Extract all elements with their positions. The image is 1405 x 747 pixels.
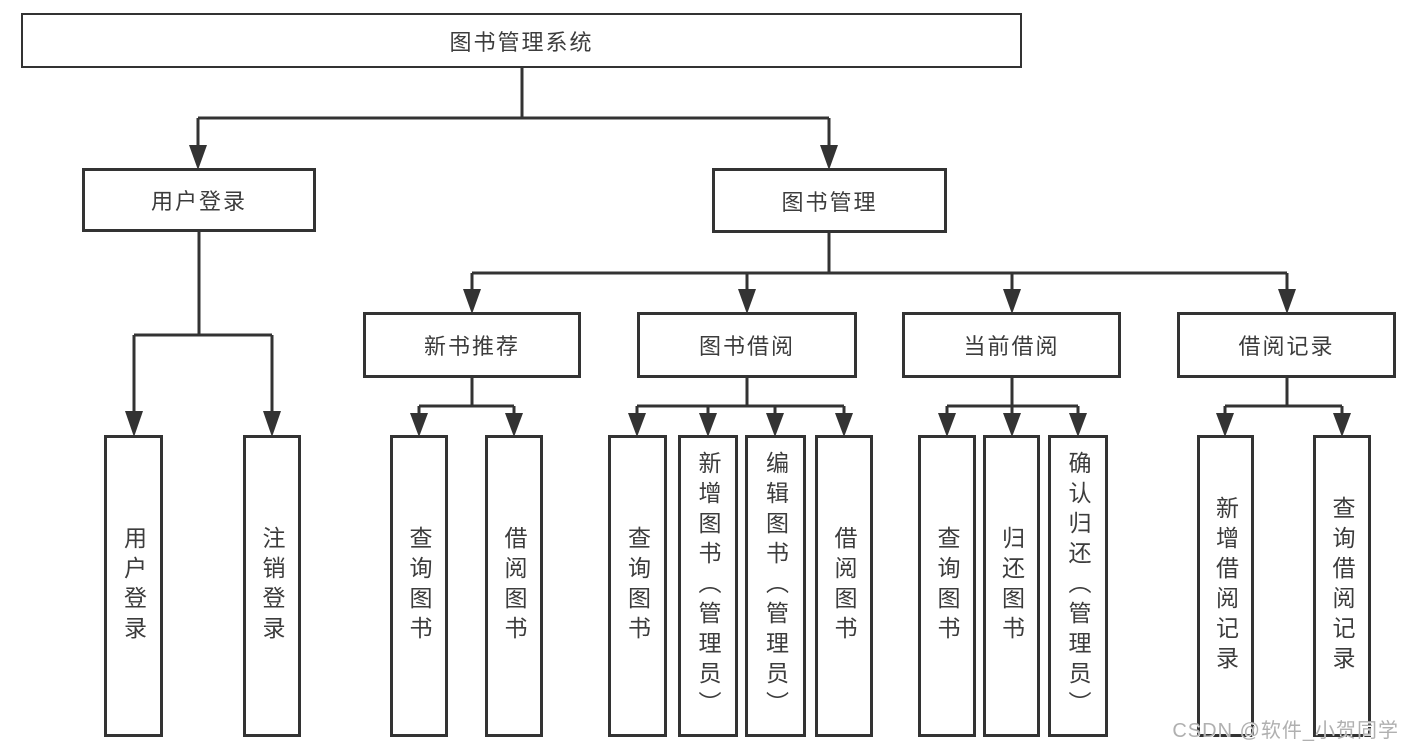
node-label: 查询图书 (624, 526, 651, 646)
node-label: 用户登录 (150, 189, 247, 214)
node-label: 注销登录 (259, 526, 285, 646)
leaf-borrowing-query-books: 查询图书 (608, 435, 667, 737)
node-label: 借阅图书 (501, 526, 527, 646)
leaf-confirm-return-admin: 确认归还（管理员） (1048, 435, 1108, 737)
node-label: 用户登录 (120, 526, 147, 646)
leaf-recommend-borrow-books: 借阅图书 (485, 435, 543, 737)
leaf-add-books-admin: 新增图书（管理员） (678, 435, 738, 737)
leaf-return-books: 归还图书 (983, 435, 1040, 737)
node-label: 确认归还（管理员） (1065, 451, 1091, 721)
node-label: 图书管理系统 (449, 29, 594, 55)
node-borrowing-records: 借阅记录 (1177, 312, 1396, 378)
node-label: 查询图书 (406, 526, 432, 646)
node-book-borrowing: 图书借阅 (637, 312, 857, 378)
node-new-book-recommend: 新书推荐 (363, 312, 581, 378)
node-label: 新增借阅记录 (1212, 496, 1239, 676)
node-current-borrowing: 当前借阅 (902, 312, 1121, 378)
leaf-borrow-books: 借阅图书 (815, 435, 873, 737)
node-label: 图书管理 (781, 189, 878, 215)
node-label: 新增图书（管理员） (695, 451, 721, 721)
watermark-text: CSDN @软件_小贺同学 (1172, 720, 1399, 742)
leaf-add-borrow-record: 新增借阅记录 (1197, 435, 1254, 737)
node-label: 归还图书 (998, 526, 1025, 646)
node-user-login: 用户登录 (82, 168, 316, 232)
node-label: 查询图书 (934, 526, 960, 646)
leaf-edit-books-admin: 编辑图书（管理员） (745, 435, 806, 737)
leaf-logout-login: 注销登录 (243, 435, 301, 737)
node-label: 图书借阅 (698, 334, 795, 359)
node-book-management: 图书管理 (712, 168, 947, 233)
node-label: 当前借阅 (963, 334, 1060, 359)
leaf-user-login: 用户登录 (104, 435, 163, 737)
node-label: 新书推荐 (423, 334, 520, 359)
leaf-current-query-books: 查询图书 (918, 435, 976, 737)
leaf-recommend-query-books: 查询图书 (390, 435, 448, 737)
node-library-management-system: 图书管理系统 (21, 13, 1022, 68)
node-label: 编辑图书（管理员） (762, 451, 789, 721)
node-label: 借阅图书 (831, 526, 857, 646)
node-label: 查询借阅记录 (1329, 496, 1355, 676)
leaf-query-borrow-record: 查询借阅记录 (1313, 435, 1371, 737)
node-label: 借阅记录 (1238, 334, 1335, 359)
